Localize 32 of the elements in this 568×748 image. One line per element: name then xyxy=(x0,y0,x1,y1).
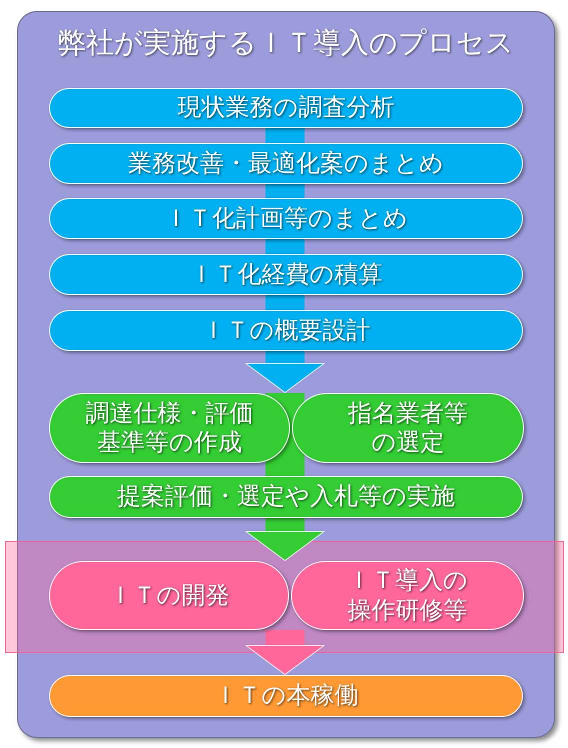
step-label: ＩＴの開発 xyxy=(108,580,230,610)
step-label: ＩＴの本稼働 xyxy=(214,681,358,711)
step-label: 指名業者等の選定 xyxy=(346,398,469,458)
step-label: 業務改善・最適化案のまとめ xyxy=(128,148,444,178)
process-step xyxy=(291,561,524,630)
step-label: ＩＴ化経費の積算 xyxy=(190,260,382,290)
connector-bar xyxy=(266,295,304,310)
connector-bar xyxy=(266,393,304,476)
process-step xyxy=(49,310,523,351)
step-label: ＩＴ導入の操作研修等 xyxy=(346,566,469,625)
process-step xyxy=(49,675,523,717)
connector-bar xyxy=(266,128,304,143)
connector-bar xyxy=(266,239,304,254)
process-panel xyxy=(17,11,555,738)
step-label: 提案評価・選定や入札等の実施 xyxy=(117,482,455,512)
flow-arrow xyxy=(246,630,324,675)
process-step xyxy=(49,198,523,239)
step-label: ＩＴの概要設計 xyxy=(202,316,370,346)
panel-title: 弊社が実施するＩＴ導入のプロセス xyxy=(58,26,514,60)
process-step xyxy=(49,254,523,295)
process-step xyxy=(49,88,523,128)
process-step xyxy=(292,393,524,463)
process-step xyxy=(49,561,289,630)
process-step xyxy=(49,393,290,463)
step-label: 調達仕様・評価基準等の作成 xyxy=(84,398,254,458)
step-label: ＩＴ化計画等のまとめ xyxy=(164,204,408,234)
process-step xyxy=(49,143,523,184)
flow-arrow xyxy=(246,351,324,393)
flow-arrow xyxy=(246,518,324,561)
connector-bar xyxy=(266,184,304,198)
step-label: 現状業務の調査分析 xyxy=(178,93,394,123)
process-step xyxy=(49,476,523,518)
